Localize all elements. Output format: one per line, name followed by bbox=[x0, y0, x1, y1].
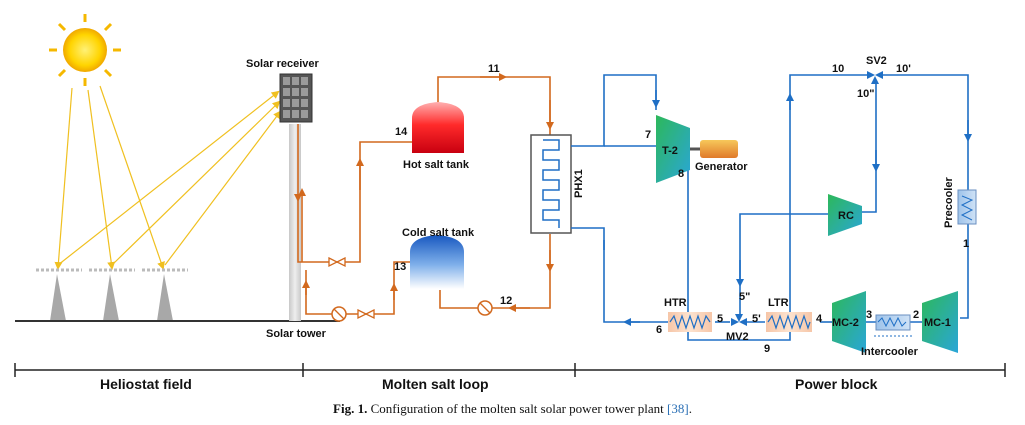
point-10-prime: 10' bbox=[896, 63, 911, 75]
recuperator-ltr bbox=[766, 312, 812, 332]
point-5-double-prime: 5" bbox=[739, 291, 750, 303]
point-9: 9 bbox=[764, 343, 770, 355]
heliostat bbox=[142, 268, 188, 321]
point-3: 3 bbox=[866, 309, 872, 321]
compressor-mc2 bbox=[832, 291, 866, 353]
heliostat bbox=[89, 268, 135, 321]
intercooler-label: Intercooler bbox=[861, 346, 919, 358]
phx1-label: PHX1 bbox=[573, 169, 585, 198]
solar-tower-label: Solar tower bbox=[266, 328, 327, 340]
heliostat bbox=[36, 268, 82, 321]
salt-pump-icon bbox=[331, 306, 347, 322]
ltr-label: LTR bbox=[768, 297, 789, 309]
power-block-loop bbox=[571, 74, 972, 341]
phx1-heat-exchanger bbox=[530, 134, 572, 234]
caption-text: Configuration of the molten salt solar p… bbox=[370, 401, 664, 416]
point-4: 4 bbox=[816, 313, 823, 325]
mc1-label: MC-1 bbox=[924, 317, 951, 329]
heliostats bbox=[36, 268, 188, 321]
salt-pump-icon bbox=[477, 300, 493, 316]
caption-suffix: . bbox=[688, 401, 692, 416]
compressor-mc1 bbox=[922, 291, 958, 353]
point-13: 13 bbox=[394, 261, 406, 273]
sv2-label: SV2 bbox=[866, 55, 887, 67]
figure-caption: Fig. 1. Configuration of the molten salt… bbox=[0, 401, 1025, 417]
solar-tower bbox=[289, 124, 301, 321]
salt-valve-icon bbox=[328, 256, 346, 268]
plant-diagram: Solar receiver Solar tower bbox=[14, 14, 1006, 392]
splitter-sv2-icon bbox=[867, 71, 883, 84]
rc-label: RC bbox=[838, 210, 854, 222]
point-11: 11 bbox=[488, 63, 500, 75]
hot-salt-tank bbox=[412, 102, 464, 153]
point-10-double-prime: 10" bbox=[857, 88, 874, 100]
cold-salt-tank-label: Cold salt tank bbox=[402, 227, 475, 239]
generator bbox=[700, 140, 738, 158]
recuperator-htr bbox=[668, 312, 712, 332]
sun-rays bbox=[54, 85, 165, 270]
mc2-label: MC-2 bbox=[832, 317, 859, 329]
solar-receiver bbox=[279, 73, 313, 123]
htr-label: HTR bbox=[664, 297, 687, 309]
intercooler bbox=[874, 314, 912, 337]
t2-label: T-2 bbox=[662, 145, 678, 157]
point-7: 7 bbox=[645, 129, 651, 141]
cold-salt-tank bbox=[410, 235, 464, 289]
precooler-label: Precooler bbox=[943, 177, 955, 228]
sun-icon bbox=[49, 14, 121, 86]
precooler bbox=[957, 189, 977, 225]
point-8: 8 bbox=[678, 168, 684, 180]
section-divider bbox=[14, 363, 1006, 377]
compressor-rc bbox=[828, 194, 862, 236]
molten-salt-loop bbox=[294, 73, 554, 315]
caption-prefix: Fig. 1. bbox=[333, 401, 368, 416]
point-6: 6 bbox=[656, 324, 662, 336]
point-10: 10 bbox=[832, 63, 844, 75]
section-power-block: Power block bbox=[795, 376, 878, 392]
solar-receiver-label: Solar receiver bbox=[246, 58, 319, 70]
point-2: 2 bbox=[913, 309, 919, 321]
mixing-valve-mv2-icon bbox=[731, 314, 747, 326]
caption-reference-link[interactable]: [38] bbox=[667, 401, 689, 416]
point-5: 5 bbox=[717, 313, 723, 325]
point-12: 12 bbox=[500, 295, 512, 307]
point-1: 1 bbox=[963, 238, 969, 250]
point-14: 14 bbox=[395, 126, 408, 138]
salt-valve-icon bbox=[357, 308, 375, 320]
turbine-t2 bbox=[656, 115, 690, 183]
mv2-label: MV2 bbox=[726, 331, 749, 343]
section-molten-salt-loop: Molten salt loop bbox=[382, 376, 489, 392]
section-heliostat-field: Heliostat field bbox=[100, 376, 192, 392]
point-5-prime: 5' bbox=[752, 313, 761, 325]
hot-salt-tank-label: Hot salt tank bbox=[403, 159, 470, 171]
reflected-rays bbox=[57, 90, 282, 266]
generator-label: Generator bbox=[695, 161, 748, 173]
